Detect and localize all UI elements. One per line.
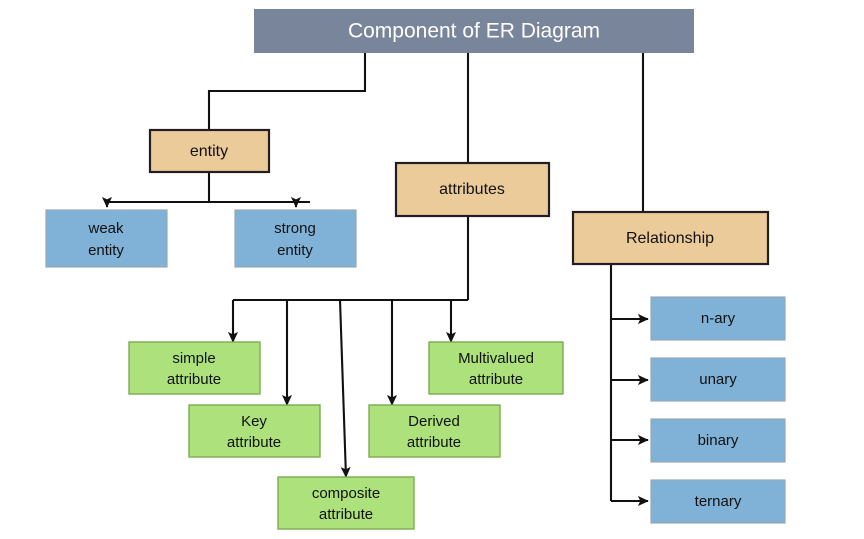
weak-entity-label-line1: weak	[87, 220, 124, 237]
node-strong-entity[interactable]: strong entity	[234, 209, 357, 268]
node-simple-attribute[interactable]: simple attribute	[128, 341, 261, 395]
node-multivalued-attribute[interactable]: Multivalued attribute	[428, 341, 564, 395]
key-attribute-label-line1: Key	[241, 413, 267, 430]
binary-box[interactable]	[650, 418, 786, 463]
ternary-box[interactable]	[650, 479, 786, 524]
composite-attribute-box[interactable]	[277, 476, 415, 530]
relationship-box[interactable]	[571, 210, 770, 266]
n-ary-box[interactable]	[650, 296, 786, 341]
node-derived-attribute[interactable]: Derived attribute	[368, 404, 501, 458]
multivalued-attribute-label-line1: Multivalued	[458, 350, 534, 367]
attributes-box[interactable]	[394, 161, 551, 218]
title-box[interactable]	[254, 9, 694, 53]
simple-attribute-box[interactable]	[128, 341, 261, 395]
edge-title-to-entity	[207, 53, 367, 130]
node-composite-attribute[interactable]: composite attribute	[277, 476, 415, 530]
binary-label: binary	[698, 432, 739, 449]
key-attribute-box[interactable]	[188, 404, 321, 458]
ternary-label: ternary	[695, 493, 742, 510]
simple-attribute-label-line2: attribute	[167, 371, 221, 388]
unary-box[interactable]	[650, 357, 786, 402]
multivalued-attribute-label-line2: attribute	[469, 371, 523, 388]
node-ternary[interactable]: ternary	[650, 479, 786, 524]
weak-entity-label-line2: entity	[88, 242, 124, 259]
composite-attribute-label-line1: composite	[312, 485, 380, 502]
derived-attribute-label-line1: Derived	[408, 413, 460, 430]
strong-entity-label-line1: strong	[274, 220, 316, 237]
node-unary[interactable]: unary	[650, 357, 786, 402]
node-binary[interactable]: binary	[650, 418, 786, 463]
multivalued-attribute-box[interactable]	[428, 341, 564, 395]
n-ary-label: n-ary	[701, 310, 736, 327]
derived-attribute-label-line2: attribute	[407, 434, 461, 451]
node-title[interactable]: Component of ER Diagram	[254, 9, 694, 53]
node-entity[interactable]: entity	[148, 128, 271, 174]
strong-entity-box[interactable]	[234, 209, 357, 268]
edge-attr-to-composite	[338, 299, 351, 478]
node-n-ary[interactable]: n-ary	[650, 296, 786, 341]
node-key-attribute[interactable]: Key attribute	[188, 404, 321, 458]
node-relationship[interactable]: Relationship	[571, 210, 770, 266]
title-text: Component of ER Diagram	[348, 20, 600, 43]
composite-attribute-label-line2: attribute	[319, 506, 373, 523]
weak-entity-box[interactable]	[45, 209, 168, 268]
node-weak-entity[interactable]: weak entity	[45, 209, 168, 268]
attributes-label: attributes	[439, 181, 505, 198]
unary-label: unary	[699, 371, 737, 388]
connector-layer	[101, 53, 649, 507]
simple-attribute-label-line1: simple	[172, 350, 215, 367]
node-attributes[interactable]: attributes	[394, 161, 551, 218]
entity-box[interactable]	[148, 128, 271, 174]
relationship-label: Relationship	[626, 230, 714, 247]
key-attribute-label-line2: attribute	[227, 434, 281, 451]
entity-label: entity	[190, 143, 228, 160]
strong-entity-label-line2: entity	[277, 242, 313, 259]
derived-attribute-box[interactable]	[368, 404, 501, 458]
